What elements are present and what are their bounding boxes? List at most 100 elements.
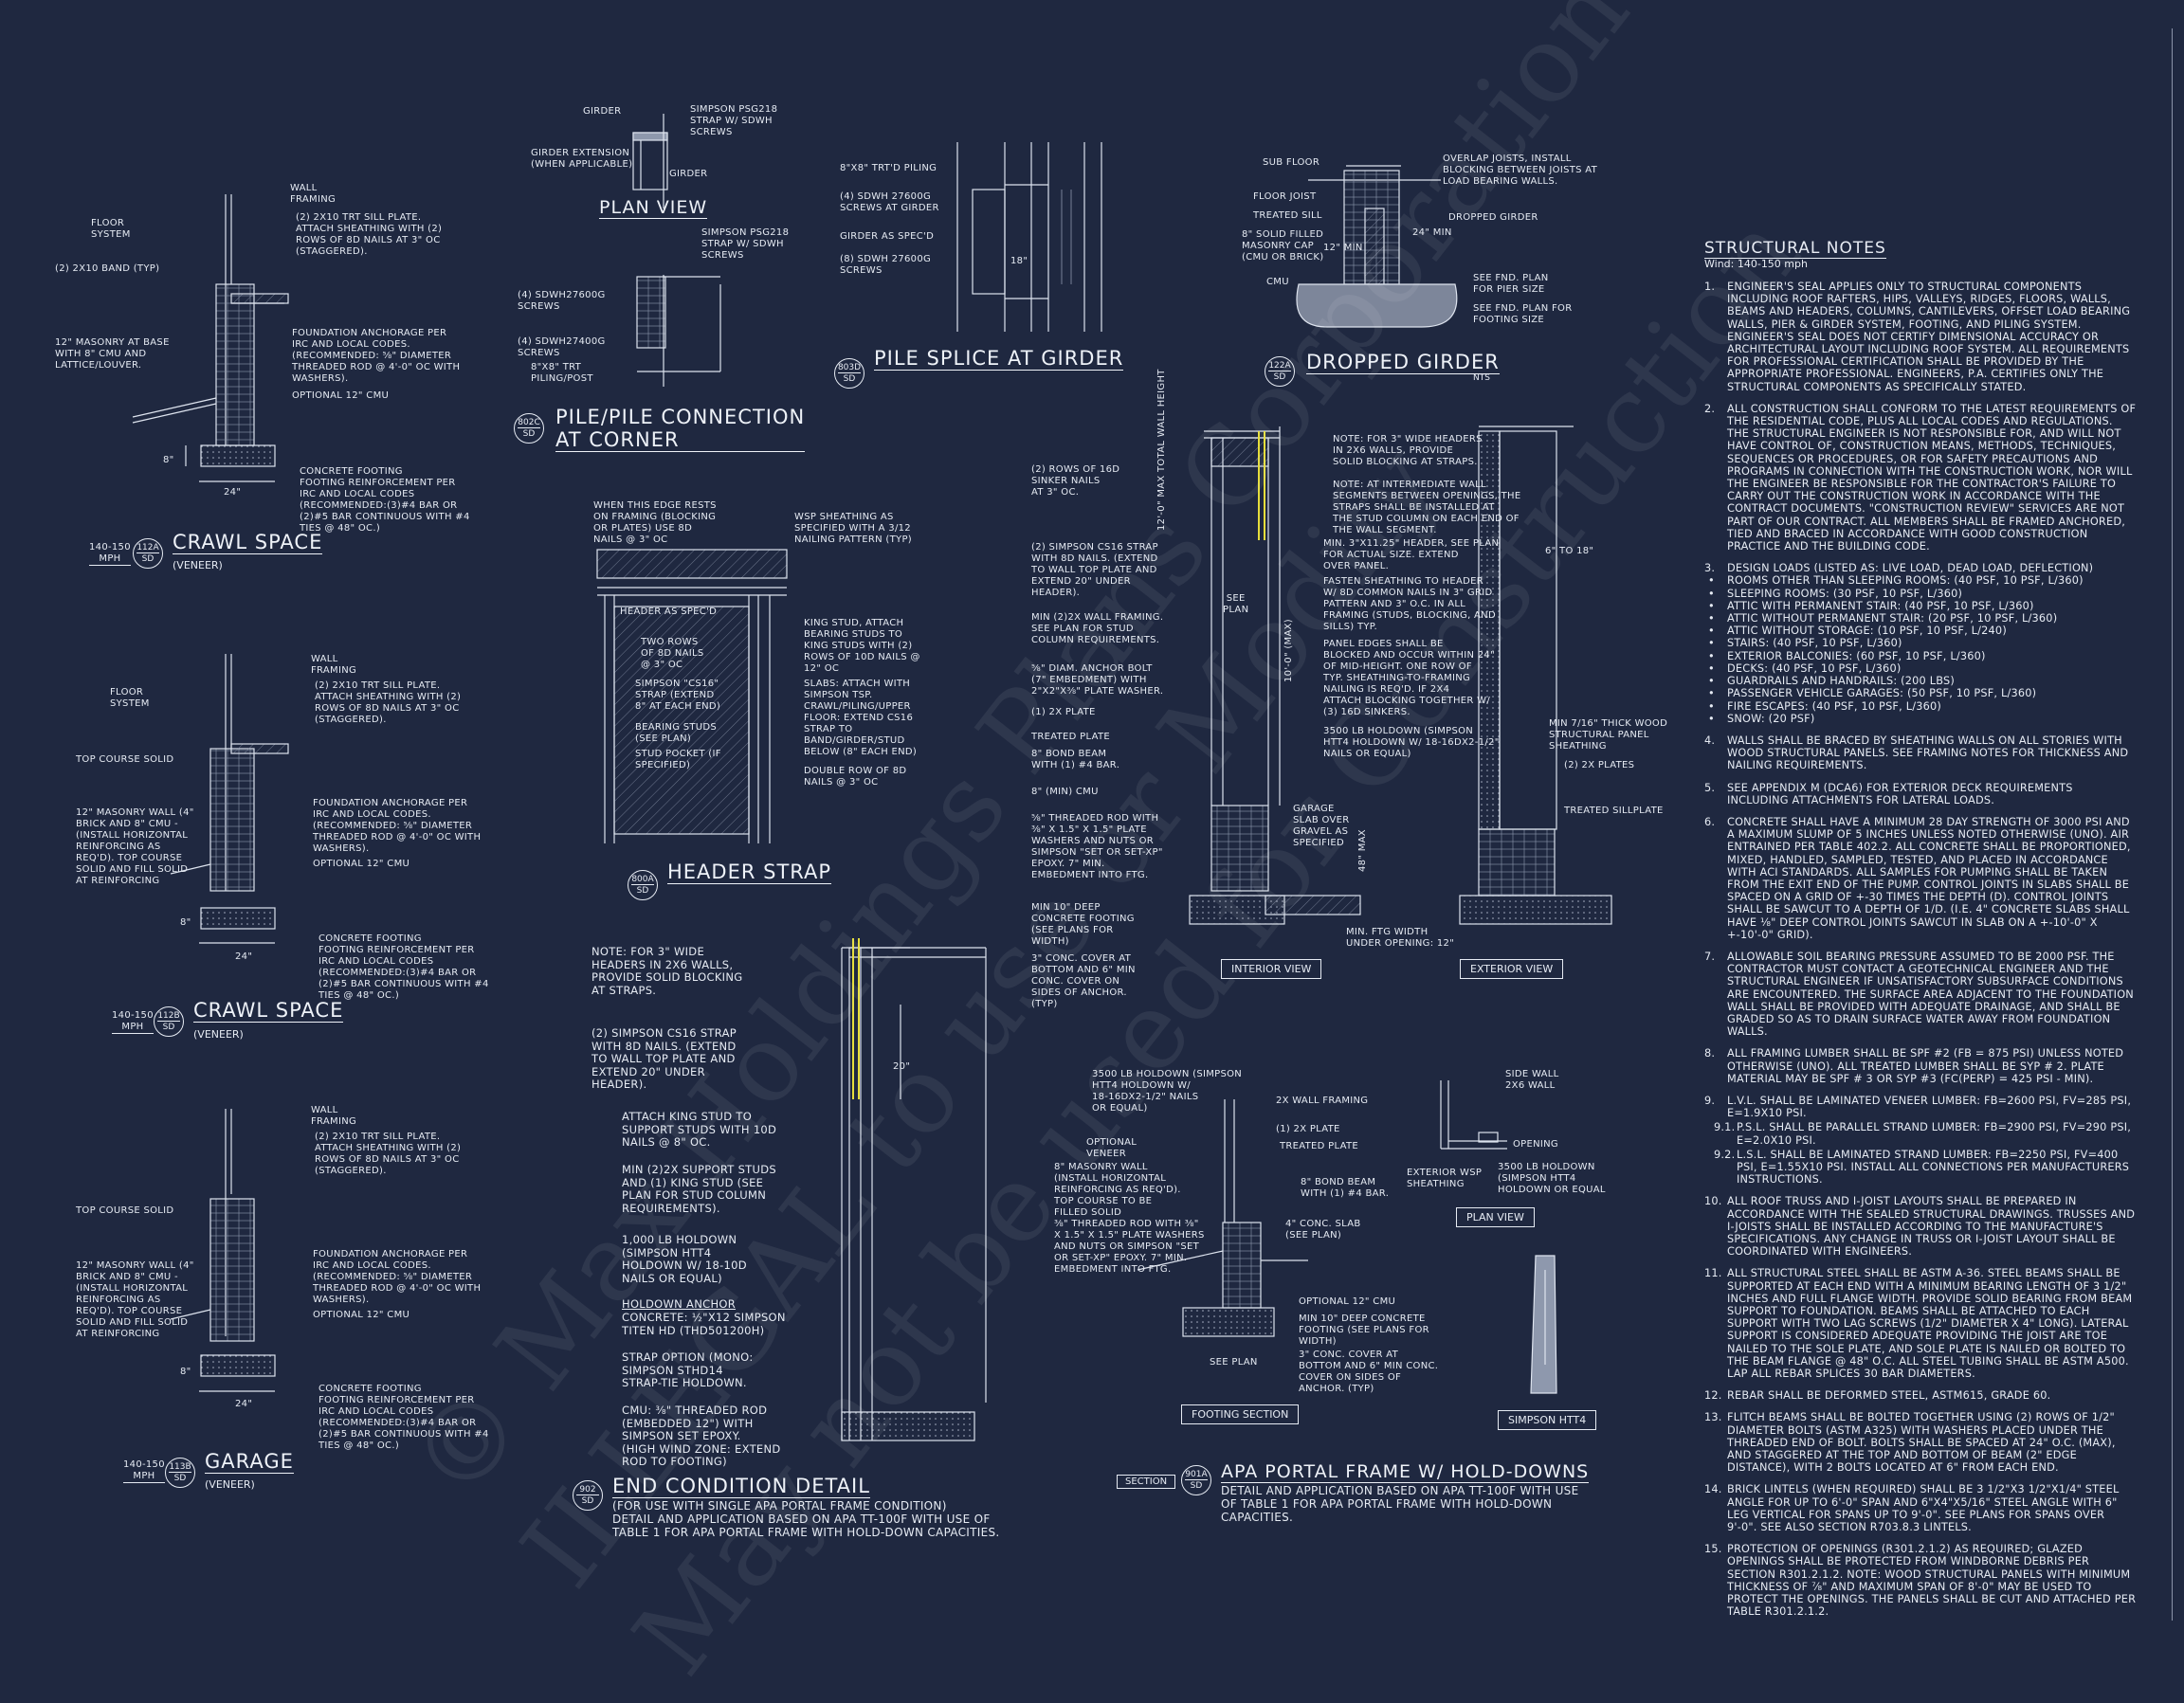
note-optional-cmu: OPTIONAL 12" CMU	[1299, 1296, 1396, 1307]
pile-splice	[956, 142, 1102, 332]
detail-subtitle: (VENEER)	[173, 559, 223, 571]
structural-notes-heading: STRUCTURAL NOTES	[1704, 239, 1886, 259]
dim-depth: 8"	[163, 455, 174, 465]
detail-title-end-condition: END CONDITION DETAIL	[612, 1475, 870, 1498]
note-holdown: 3500 LB HOLDOWN (SIMPSON HTT4 HOLDOWN W/…	[1092, 1069, 1243, 1114]
end-condition-elevation	[841, 938, 987, 1441]
dim-12-min: 12" MIN	[1323, 243, 1363, 253]
note-treated-plate: TREATED PLATE	[1280, 1141, 1358, 1151]
dim-depth: 8"	[180, 1367, 191, 1377]
note-bond-beam: 8" BOND BEAM WITH (1) #4 BAR.	[1031, 749, 1120, 770]
crawl-b-section	[170, 654, 289, 944]
dim-depth: 8"	[180, 917, 191, 928]
dim-width: 24"	[235, 1399, 253, 1409]
load-item: PASSENGER VEHICLE GARAGES: (50 PSF, 10 P…	[1704, 687, 2137, 699]
sheet-border-line	[2172, 28, 2173, 1621]
note-girder-extension: GIRDER EXTENSION (WHEN APPLICABLE)	[531, 148, 633, 170]
note-item: 13.FLITCH BEAMS SHALL BE BOLTED TOGETHER…	[1704, 1411, 2116, 1475]
note-band: (2) 2X10 BAND (TYP)	[55, 263, 160, 274]
note-bearing-studs: BEARING STUDS (SEE PLAN)	[635, 722, 718, 744]
note-opening: OPENING	[1513, 1139, 1558, 1150]
garage-section	[170, 1109, 276, 1392]
detail-title-garage: GARAGE	[205, 1450, 294, 1474]
note-sill-plate: (2) 2X10 TRT SILL PLATE. ATTACH SHEATHIN…	[315, 680, 462, 725]
note-header: HEADER AS SPEC'D	[620, 607, 718, 617]
note-item: 9.L.V.L. SHALL BE LAMINATED VENEER LUMBE…	[1704, 1094, 2132, 1120]
drawing-sheet: © Max Holdings Plans Corporation ILLEGAL…	[0, 0, 2184, 1638]
note-item: 10.ALL ROOF TRUSS AND I-JOIST LAYOUTS SH…	[1704, 1195, 2136, 1259]
note-holdown: 1,000 LB HOLDOWN (SIMPSON HTT4 HOLDOWN W…	[622, 1233, 747, 1285]
note-subfloor: SUB FLOOR	[1263, 157, 1320, 168]
portal-frame-subtitle: DETAIL AND APPLICATION BASED ON APA TT-1…	[1221, 1484, 1579, 1524]
note-girder: GIRDER	[583, 106, 622, 117]
dim-width: 24"	[224, 487, 242, 498]
note-cs16-strap: (2) SIMPSON CS16 STRAP WITH 8d NAILS. (E…	[592, 1026, 737, 1091]
note-wall-framing: WALL FRAMING	[311, 1105, 357, 1127]
note-masonry-wall: 8" MASONRY WALL (INSTALL HORIZONTAL REIN…	[1054, 1162, 1181, 1218]
note-conc-slab: 4" CONC. SLAB (SEE PLAN)	[1285, 1219, 1361, 1241]
note-anchor-bolt: ⅝" DIAM. ANCHOR BOLT (7" EMBEDMENT) WITH…	[1031, 663, 1164, 697]
note-strap: SIMPSON PSG218 STRAP W/ SDWH SCREWS	[701, 227, 790, 261]
note-cover: 3" CONC. COVER AT BOTTOM AND 6" MIN CONC…	[1031, 953, 1136, 1009]
note-wsp-sheathing: WSP SHEATHING AS SPECIFIED WITH A 3/12 N…	[794, 512, 912, 545]
mph-label: 140-150 MPH	[112, 1010, 154, 1034]
detail-title-dropped-girder: DROPPED GIRDER	[1306, 351, 1500, 374]
detail-linework	[132, 114, 1612, 1441]
load-item: DECKS: (40 PSF, 10 PSF, L/360)	[1704, 662, 2137, 675]
note-treated-sillplate: TREATED SILLPLATE	[1564, 806, 1664, 816]
load-item: ATTIC WITHOUT STORAGE: (10 PSF, 10 PSF, …	[1704, 625, 2137, 637]
note-see-plan: SEE PLAN	[1210, 1357, 1258, 1368]
dim-splice: 18"	[1010, 256, 1028, 266]
note-item: 4.WALLS SHALL BE BRACED BY SHEATHING WAL…	[1704, 734, 2129, 772]
note-anchorage: FOUNDATION ANCHORAGE PER IRC AND LOCAL C…	[292, 328, 461, 384]
dim-10-max: 10'-0" (MAX)	[1283, 619, 1294, 682]
note-min-2x: MIN (2)2X WALL FRAMING. SEE PLAN FOR STU…	[1031, 612, 1164, 645]
header-strap-elevation	[596, 549, 788, 843]
detail-title-crawl-space-b: CRAWL SPACE	[193, 999, 344, 1023]
note-pier-size: SEE FND. PLAN FOR PIER SIZE	[1473, 273, 1549, 295]
note-2x-plate: (1) 2x PLATE	[1031, 707, 1096, 717]
note-item: 6.CONCRETE SHALL HAVE A MINIMUM 28 DAY S…	[1704, 815, 2131, 941]
nts-label: NTS	[1473, 373, 1490, 383]
portal-frame-elevations	[1189, 426, 1612, 925]
load-item: SNOW: (20 PSF)	[1704, 713, 2137, 725]
note-item: 12.REBAR SHALL BE DEFORMED STEEL, ASTM61…	[1704, 1389, 2051, 1403]
note-strap: SIMPSON PSG218 STRAP W/ SDWH SCREWS	[690, 104, 778, 137]
crawl-a-section	[132, 194, 289, 482]
note-item: 5.SEE APPENDIX M (DCA6) FOR EXTERIOR DEC…	[1704, 781, 2073, 806]
note-garage-slab: GARAGE SLAB OVER GRAVEL AS SPECIFIED	[1293, 804, 1350, 848]
detail-title-pile-splice: PILE SPLICE AT GIRDER	[874, 347, 1124, 371]
plan-view-label: PLAN VIEW	[599, 197, 708, 219]
detail-subtitle: (VENEER)	[193, 1028, 244, 1041]
note-footing: CONCRETE FOOTING FOOTING REINFORCEMENT P…	[318, 933, 489, 1001]
note-masonry: 12" MASONRY WALL (4" BRICK AND 8" CMU - …	[76, 1260, 194, 1339]
note-girder: GIRDER	[669, 169, 708, 179]
note-masonry-cap: 8" SOLID FILLED MASONRY CAP (CMU OR BRIC…	[1242, 229, 1324, 263]
note-floor-joist: FLOOR JOIST	[1253, 191, 1317, 202]
note-screws-girder: (4) SDWH 27600G SCREWS AT GIRDER	[840, 191, 939, 213]
note-screws: (4) SDWH27600G SCREWS	[518, 290, 606, 312]
structural-notes-list: 1.ENGINEER'S SEAL APPLIES ONLY TO STRUCT…	[1704, 281, 2137, 1628]
dim-20: 20"	[893, 1061, 911, 1072]
note-footing-size: SEE FND. PLAN FOR FOOTING SIZE	[1473, 303, 1573, 325]
pile-corner-plan	[632, 114, 721, 387]
load-item: ROOMS OTHER THAN SLEEPING ROOMS: (40 PSF…	[1704, 574, 2137, 587]
footing-section-label: FOOTING SECTION	[1181, 1404, 1300, 1424]
load-item: ATTIC WITHOUT PERMANENT STAIR: (20 PSF, …	[1704, 612, 2137, 625]
dropped-girder-section	[1296, 165, 1458, 328]
note-optional-cmu: OPTIONAL 12" CMU	[313, 1310, 410, 1320]
simpson-htt4-label: SIMPSON HTT4	[1498, 1410, 1597, 1430]
note-slabs: SLABS: ATTACH WITH SIMPSON TSP. CRAWL/PI…	[804, 679, 918, 757]
detail-title-portal-frame: APA PORTAL FRAME W/ HOLD-DOWNS	[1221, 1461, 1590, 1483]
note-king-stud: ATTACH KING STUD TO SUPPORT STUDS WITH 1…	[622, 1110, 777, 1149]
note-overlap: OVERLAP JOISTS, INSTALL BLOCKING BETWEEN…	[1443, 154, 1598, 187]
note-anchor: CONCRETE: ½"x12 SIMPSON TITEN HD (THD501…	[622, 1311, 786, 1337]
note-3in-headers: NOTE: FOR 3" WIDE HEADERS IN 2x6 WALLS, …	[592, 945, 743, 997]
note-holdown: 3500 LB HOLDOWN (SIMPSON HTT4 HOLDOWN OR…	[1498, 1162, 1606, 1195]
note-item: 11.ALL STRUCTURAL STEEL SHALL BE ASTM A-…	[1704, 1267, 2133, 1381]
